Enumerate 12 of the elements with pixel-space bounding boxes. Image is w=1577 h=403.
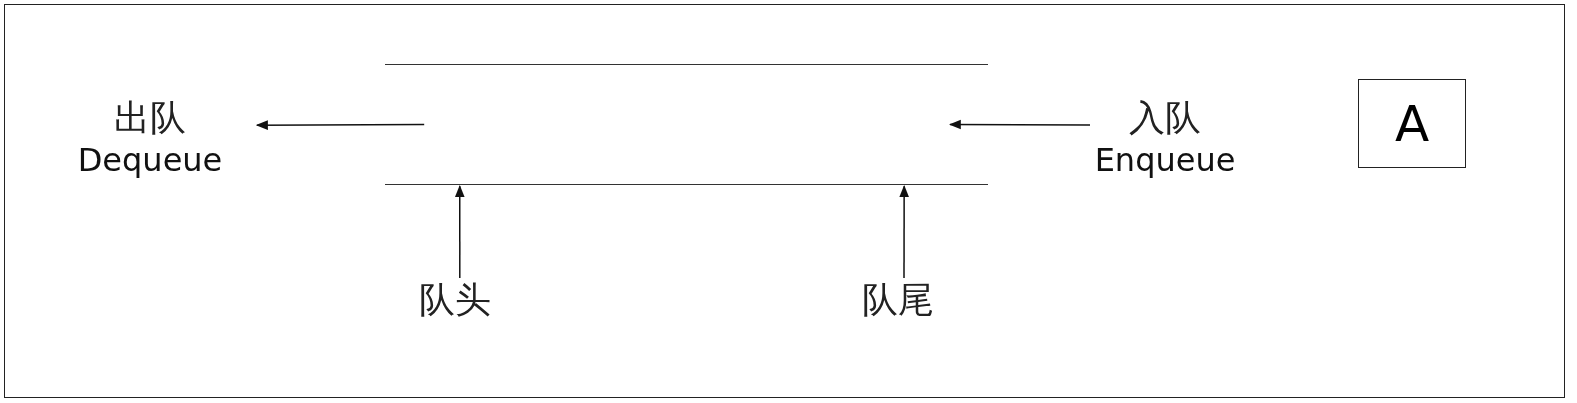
arrow [255,120,425,130]
chinese-label: 队尾 [862,278,934,322]
arrow [455,185,465,279]
operation-label: Dequeue [77,140,223,180]
operation-label: Enqueue [1094,140,1236,180]
chinese-label: 出队 [114,96,186,140]
chinese-label: 队头 [419,278,491,322]
queue-channel [385,64,988,185]
arrow [899,185,909,279]
arrow [948,119,1091,130]
panel-letter-box: A [1358,79,1466,168]
chinese-label: 入队 [1129,96,1201,140]
